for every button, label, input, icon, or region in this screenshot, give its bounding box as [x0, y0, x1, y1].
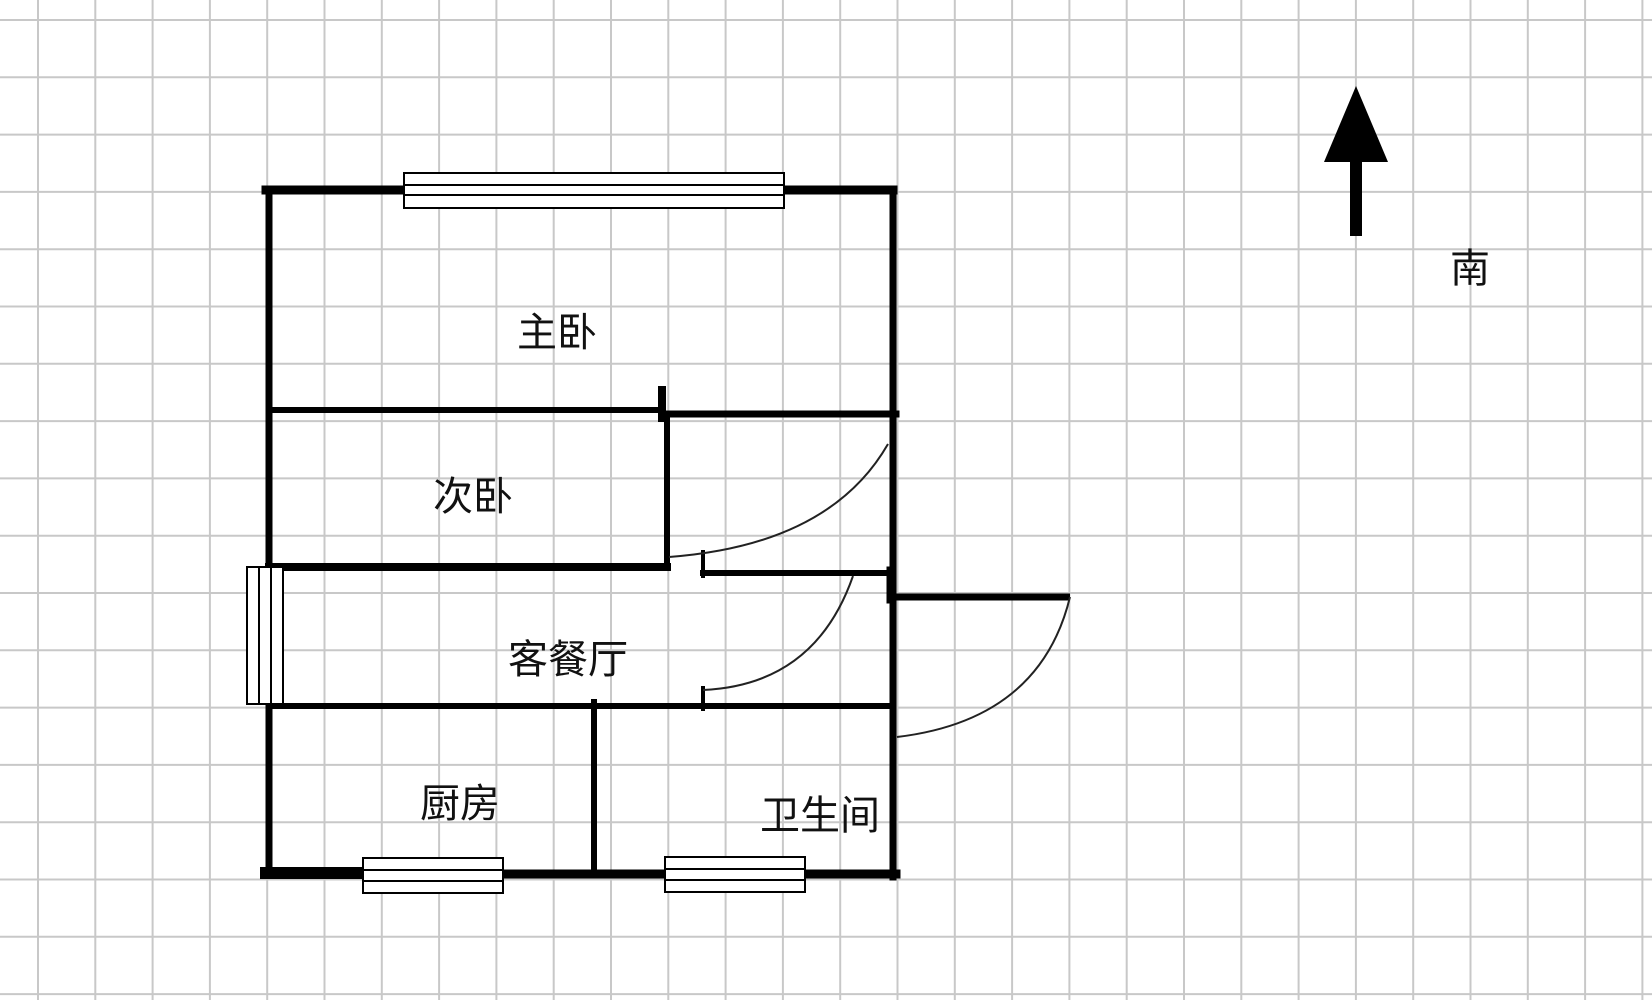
entry-door-arc: [896, 596, 1071, 738]
compass-label: 南: [1450, 246, 1490, 292]
window-master-bedroom: [403, 172, 785, 209]
room-label-master-bedroom: 主卧: [517, 310, 597, 356]
window-kitchen: [362, 857, 504, 894]
door-swing-arcs: [668, 443, 1071, 738]
living-door-arc: [702, 575, 854, 691]
compass: 南: [1324, 86, 1490, 292]
room-label-bathroom: 卫生间: [760, 793, 880, 839]
outer-walls: [260, 185, 901, 881]
room-label-kitchen: 厨房: [420, 781, 500, 827]
up-arrow-icon: [1324, 86, 1388, 236]
room-label-second-bedroom: 次卧: [433, 474, 513, 520]
window-living-room: [246, 566, 284, 705]
window-bathroom: [664, 856, 806, 893]
second-bedroom-door-arc: [668, 443, 889, 558]
room-label-living-dining: 客餐厅: [508, 637, 628, 683]
windows: [246, 172, 806, 894]
door-leaves: [703, 570, 1070, 601]
